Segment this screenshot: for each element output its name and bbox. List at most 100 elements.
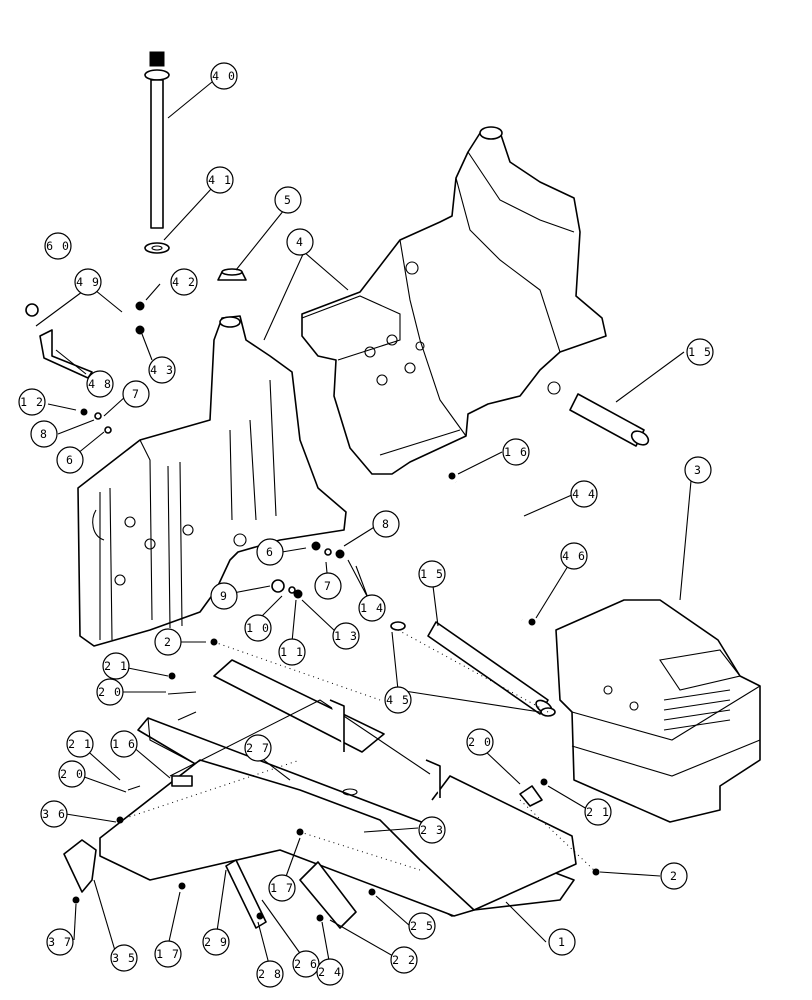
callout-circle <box>332 622 360 650</box>
leader-lines <box>35 81 693 969</box>
callout-circle <box>148 356 176 384</box>
callout-c6a: 6 <box>56 446 84 474</box>
callout-circle <box>86 370 114 398</box>
callout-label: 2 6 <box>294 957 318 971</box>
callout-circle <box>372 510 400 538</box>
callout-label: 2 7 <box>246 741 270 755</box>
callout-circle <box>384 686 412 714</box>
callout-label: 3 5 <box>112 951 136 965</box>
callout-c21c: 2 1 <box>584 798 612 826</box>
callout-c35: 3 5 <box>110 944 138 972</box>
callout-label: 4 0 <box>212 69 236 83</box>
callout-label: 1 2 <box>20 395 44 409</box>
callout-c15b: 1 5 <box>418 560 446 588</box>
callout-circle <box>274 186 302 214</box>
callout-c48: 4 8 <box>86 370 114 398</box>
callout-circle <box>244 734 272 762</box>
callout-c28: 2 8 <box>256 960 284 988</box>
callout-label: 4 <box>296 235 304 249</box>
callout-label: 4 5 <box>386 693 410 707</box>
callout-label: 1 5 <box>688 345 712 359</box>
callout-circle <box>30 420 58 448</box>
callout-c5: 5 <box>274 186 302 214</box>
callout-label: 6 0 <box>46 239 70 253</box>
callout-circle <box>46 928 74 956</box>
callout-circle <box>96 678 124 706</box>
callout-circle <box>58 760 86 788</box>
callout-label: 2 0 <box>98 685 122 699</box>
callout-label: 7 <box>132 387 140 401</box>
callout-circle <box>256 538 284 566</box>
callout-label: 2 8 <box>258 967 282 981</box>
callout-c1: 1 <box>548 928 576 956</box>
callout-label: 4 9 <box>76 275 100 289</box>
callout-circle <box>314 572 342 600</box>
callout-label: 2 1 <box>586 805 610 819</box>
callout-label: 4 1 <box>208 173 232 187</box>
callout-label: 1 6 <box>112 737 136 751</box>
callout-label: 6 <box>66 453 74 467</box>
callout-label: 4 6 <box>562 549 586 563</box>
callout-label: 8 <box>40 427 48 441</box>
callout-c42: 4 2 <box>170 268 198 296</box>
callout-c46: 4 6 <box>560 542 588 570</box>
callout-label: 1 4 <box>360 601 384 615</box>
callout-circle <box>154 940 182 968</box>
callout-circle <box>56 446 84 474</box>
callout-label: 2 1 <box>68 737 92 751</box>
callout-label: 4 4 <box>572 487 596 501</box>
callout-label: 1 5 <box>420 567 444 581</box>
callout-label: 2 2 <box>392 953 416 967</box>
callout-circle <box>686 338 714 366</box>
bent-rod <box>454 480 524 622</box>
callout-c20c: 2 0 <box>466 728 494 756</box>
callout-c15a: 1 5 <box>686 338 714 366</box>
callout-c11: 1 1 <box>278 638 306 666</box>
callout-c27: 2 7 <box>244 734 272 762</box>
callout-circle <box>548 928 576 956</box>
callout-circle <box>278 638 306 666</box>
callout-c16a: 1 6 <box>502 438 530 466</box>
callout-label: 1 0 <box>246 621 270 635</box>
callout-circle <box>110 730 138 758</box>
callout-label: 8 <box>382 517 390 531</box>
callout-label: 1 1 <box>280 645 304 659</box>
callout-c24: 2 4 <box>316 958 344 986</box>
callout-circle <box>316 958 344 986</box>
callout-c17b: 1 7 <box>154 940 182 968</box>
callout-c6b: 6 <box>256 538 284 566</box>
callout-label: 2 4 <box>318 965 342 979</box>
callout-c7a: 7 <box>122 380 150 408</box>
dipstick-tube <box>144 51 170 254</box>
callout-label: 2 <box>164 635 172 649</box>
callout-label: 9 <box>220 589 228 603</box>
callout-c60: 6 0 <box>44 232 72 260</box>
callout-c26: 2 6 <box>292 950 320 978</box>
callout-c22: 2 2 <box>390 946 418 974</box>
hardware <box>25 301 600 922</box>
callout-label: 4 8 <box>88 377 112 391</box>
callout-c21b: 2 1 <box>66 730 94 758</box>
callout-circle <box>170 268 198 296</box>
callout-c41: 4 1 <box>206 166 234 194</box>
callout-circle <box>206 166 234 194</box>
callout-circle <box>660 862 688 890</box>
callout-label: 3 <box>694 463 702 477</box>
callout-label: 2 5 <box>410 919 434 933</box>
callout-circle <box>560 542 588 570</box>
callout-c13: 1 3 <box>332 622 360 650</box>
bracket-right <box>299 861 357 929</box>
strap-29-26 <box>225 859 267 929</box>
callout-c3: 3 <box>684 456 712 484</box>
callout-label: 3 7 <box>48 935 72 949</box>
callout-c8b: 8 <box>372 510 400 538</box>
callout-circle <box>286 228 314 256</box>
callout-c23: 2 3 <box>418 816 446 844</box>
callout-c2a: 2 <box>154 628 182 656</box>
callout-c45: 4 5 <box>384 686 412 714</box>
platform-frame <box>99 659 577 917</box>
callout-label: 2 <box>670 869 678 883</box>
callout-circle <box>418 816 446 844</box>
callout-c2b: 2 <box>660 862 688 890</box>
callout-c7b: 7 <box>314 572 342 600</box>
